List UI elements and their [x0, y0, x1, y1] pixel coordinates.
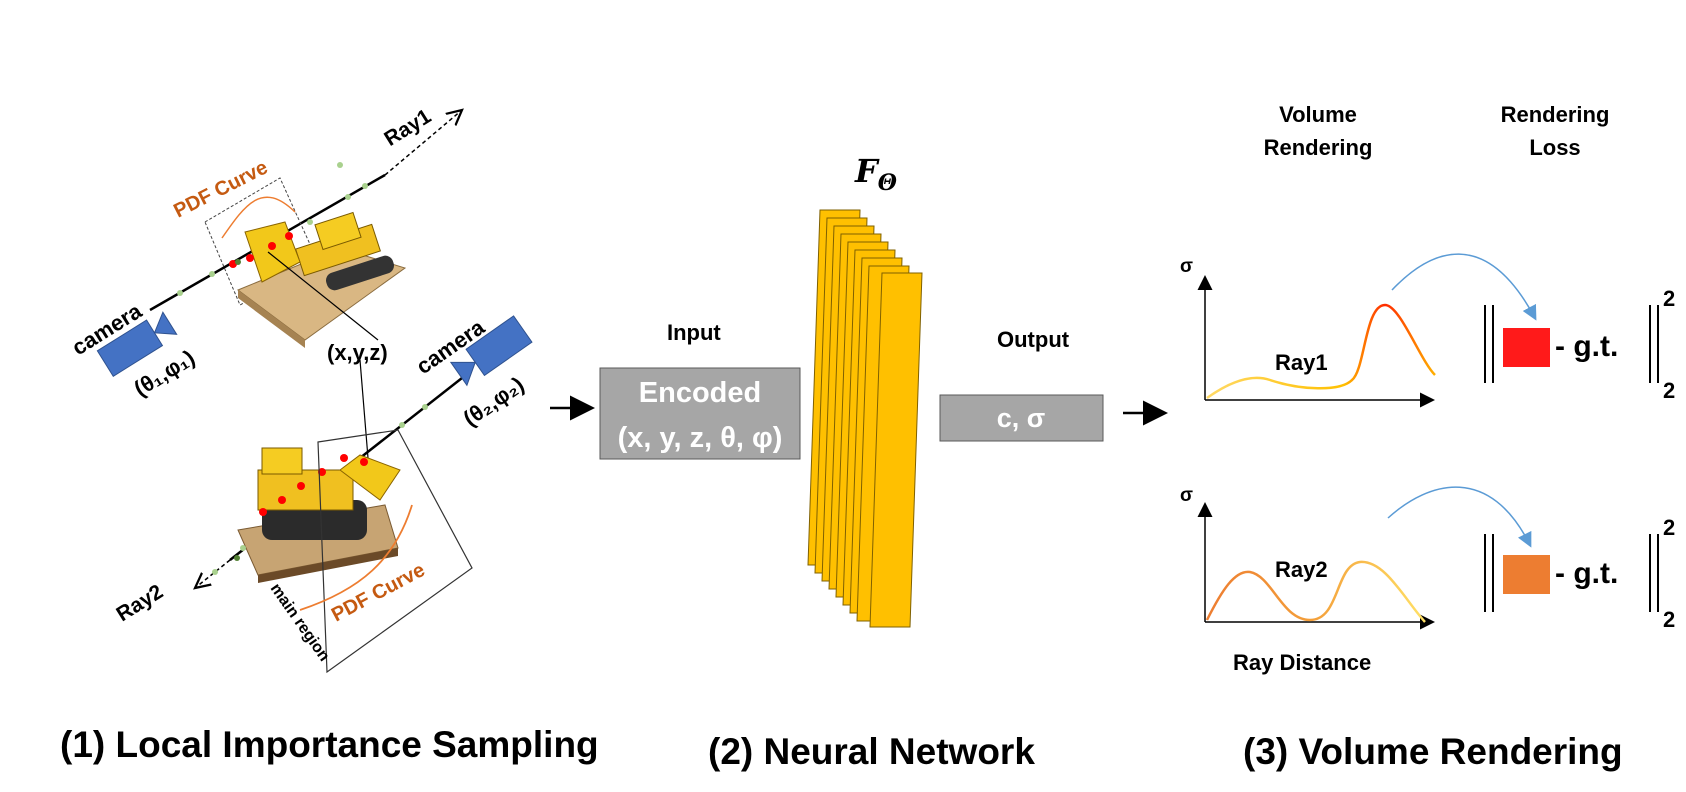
sampling-section: Ray1 PDF Curve — [60, 105, 599, 765]
point-label: (x,y,z) — [267, 251, 388, 459]
ray2-label: Ray2 — [112, 580, 167, 626]
camera-icon: camera (θ₁,φ₁) — [67, 298, 199, 401]
output-value: c, σ — [997, 403, 1046, 433]
ray1-plot-label: Ray1 — [1275, 350, 1328, 375]
xyz-label: (x,y,z) — [327, 340, 388, 365]
encoded-line2: (x, y, z, θ, φ) — [618, 422, 783, 454]
rendering-caption: (3) Volume Rendering — [1243, 731, 1623, 772]
function-subscript: Θ — [878, 170, 897, 196]
camera-icon: camera (θ₂,φ₂) — [412, 314, 533, 431]
gt-label-2: - g.t. — [1555, 557, 1618, 590]
header-loss-line1: Rendering — [1501, 102, 1610, 127]
network-section: Input Encoded (x, y, z, θ, φ) FΘ Output … — [599, 152, 1104, 772]
exp1-sup: 2 — [1663, 286, 1675, 311]
ray1-density-plot: σ Ray1 — [1180, 256, 1436, 408]
output-label: Output — [997, 327, 1070, 352]
svg-text:FΘ: FΘ — [854, 152, 897, 196]
encoded-line1: Encoded — [639, 377, 761, 409]
main-region-label: main region — [267, 581, 333, 665]
pdf-curve-top-label: PDF Curve — [170, 156, 271, 222]
rendered-color-swatch-2 — [1503, 555, 1550, 594]
output-box: c, σ — [939, 394, 1104, 442]
ray1-label: Ray1 — [380, 105, 435, 151]
loss-term-2: - g.t. 2 2 — [1484, 515, 1675, 632]
sampling-caption: (1) Local Importance Sampling — [60, 724, 599, 765]
ray2-density-plot: σ Ray2 Ray Distance — [1180, 485, 1435, 675]
ray2-plot-label: Ray2 — [1275, 557, 1328, 582]
arc-arrow-1 — [1391, 253, 1537, 321]
header-loss-line2: Loss — [1529, 135, 1580, 160]
network-layers — [807, 209, 923, 628]
gt-label-1: - g.t. — [1555, 330, 1618, 363]
sigma1-label: σ — [1180, 256, 1193, 277]
exp1-sub: 2 — [1663, 378, 1675, 403]
input-label: Input — [667, 320, 721, 345]
sigma2-label: σ — [1180, 485, 1193, 506]
encoded-input-box: Encoded (x, y, z, θ, φ) — [599, 367, 801, 460]
header-volume-line2: Rendering — [1264, 135, 1373, 160]
bulldozer-image-bottom — [237, 447, 401, 583]
network-caption: (2) Neural Network — [708, 731, 1035, 772]
arc-arrow-2 — [1387, 486, 1532, 548]
function-label: FΘ — [854, 152, 897, 196]
ray2-samples — [212, 404, 428, 575]
rendered-color-swatch-1 — [1503, 328, 1550, 367]
function-symbol: F — [854, 152, 880, 190]
header-volume-line1: Volume — [1279, 102, 1357, 127]
bulldozer-image-top — [229, 211, 407, 348]
rendering-section: Volume Rendering Rendering Loss σ Ray1 σ… — [1180, 102, 1675, 772]
pdf-curve-bottom-label: PDF Curve — [328, 559, 429, 626]
exp2-sub: 2 — [1663, 607, 1675, 632]
loss-term-1: - g.t. 2 2 — [1484, 286, 1675, 403]
ray-distance-label: Ray Distance — [1233, 650, 1371, 675]
exp2-sup: 2 — [1663, 515, 1675, 540]
ray1-samples — [177, 162, 368, 296]
